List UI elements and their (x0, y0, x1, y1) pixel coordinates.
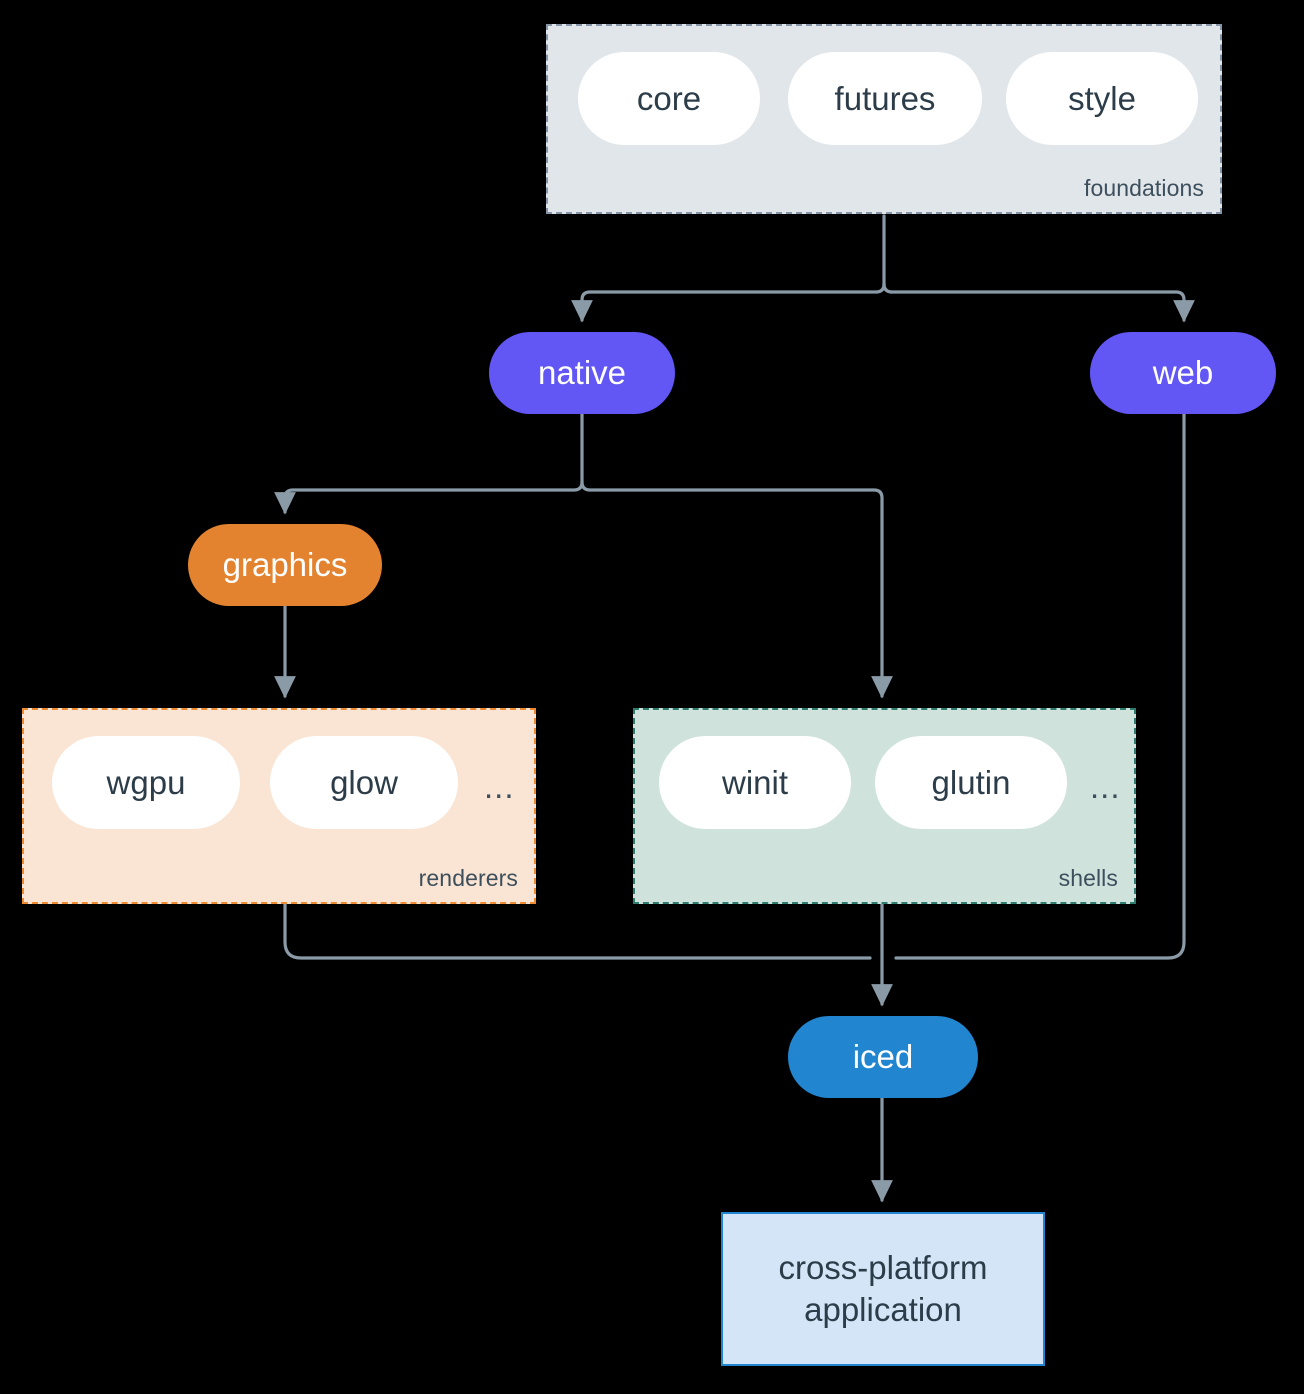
node-native-label: native (537, 354, 627, 391)
node-cross-platform-application[interactable]: cross-platform application (721, 1212, 1045, 1366)
group-foundations: core futures style foundations (546, 24, 1222, 214)
edge-foundations-web (882, 282, 1195, 323)
edge-native-graphics (274, 480, 584, 515)
node-glow-label: glow (330, 763, 398, 801)
node-wgpu-label: wgpu (106, 763, 186, 801)
node-iced[interactable]: iced (788, 1016, 978, 1098)
group-renderers-label: renderers (418, 865, 518, 891)
edge-renderers-iced (283, 902, 872, 960)
node-wgpu[interactable]: wgpu (52, 736, 240, 829)
node-graphics-label: graphics (222, 546, 348, 583)
node-glutin[interactable]: glutin (875, 736, 1067, 829)
node-winit[interactable]: winit (659, 736, 851, 829)
node-style[interactable]: style (1006, 52, 1198, 145)
node-web-label: web (1152, 354, 1214, 391)
edge-foundations-native (571, 282, 886, 323)
group-shells-label: shells (1058, 865, 1118, 891)
application-label-line2: application (804, 1291, 962, 1328)
node-style-label: style (1068, 79, 1136, 117)
node-core[interactable]: core (578, 52, 760, 145)
node-winit-label: winit (721, 763, 789, 801)
node-graphics[interactable]: graphics (188, 524, 382, 606)
node-futures-label: futures (834, 79, 936, 117)
shells-more-ellipsis: ... (1090, 768, 1121, 805)
group-foundations-label: foundations (1083, 175, 1204, 201)
group-renderers: wgpu glow ... renderers (22, 708, 536, 904)
node-core-label: core (636, 79, 702, 117)
node-glow[interactable]: glow (270, 736, 458, 829)
node-glutin-label: glutin (931, 763, 1011, 801)
node-futures[interactable]: futures (788, 52, 982, 145)
group-shells: winit glutin ... shells (633, 708, 1136, 904)
node-web[interactable]: web (1090, 332, 1276, 414)
node-native[interactable]: native (489, 332, 675, 414)
edge-native-shells (580, 480, 893, 699)
node-iced-label: iced (852, 1038, 914, 1075)
renderers-more-ellipsis: ... (484, 768, 515, 805)
application-label-line1: cross-platform (778, 1248, 988, 1286)
